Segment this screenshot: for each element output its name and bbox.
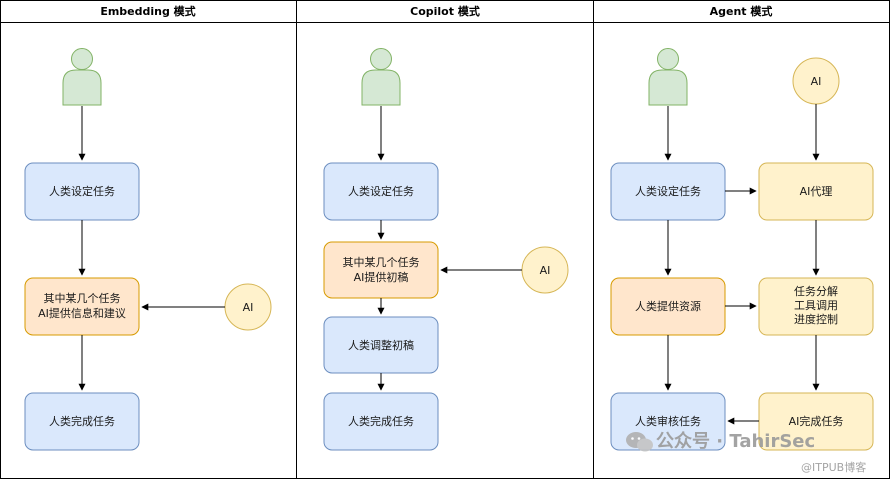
lane-title-embedding: Embedding 模式 bbox=[100, 4, 195, 18]
node-label: 人类调整初稿 bbox=[348, 338, 414, 352]
node-label: AI提供初稿 bbox=[354, 270, 409, 284]
watermark-text: 公众号 · TahirSec bbox=[656, 430, 815, 452]
node-label: AI bbox=[243, 301, 254, 314]
node-label: AI bbox=[811, 75, 822, 88]
node-label: 人类设定任务 bbox=[635, 184, 701, 198]
node-label: 任务分解 bbox=[794, 284, 838, 298]
node-label: 进度控制 bbox=[794, 312, 838, 326]
ai-draft-node bbox=[323, 241, 439, 299]
node-label: AI代理 bbox=[800, 185, 833, 198]
human-complete-node bbox=[24, 392, 140, 451]
human-complete-node bbox=[323, 392, 439, 451]
node-label: 人类设定任务 bbox=[348, 184, 414, 198]
node-label: AI bbox=[540, 264, 551, 277]
node-label: 工具调用 bbox=[794, 299, 838, 312]
node-label: AI完成任务 bbox=[789, 414, 844, 428]
node-label: AI提供信息和建议 bbox=[38, 306, 126, 320]
node-label: 其中某几个任务 bbox=[44, 292, 121, 305]
person-icon bbox=[361, 48, 401, 106]
lane-title-agent: Agent 模式 bbox=[710, 4, 773, 18]
wechat-icon bbox=[626, 432, 653, 452]
watermark: 公众号 · TahirSec @ITPUB博客 bbox=[626, 430, 866, 474]
node-label: 其中某几个任务 bbox=[343, 256, 420, 269]
watermark-sub: @ITPUB博客 bbox=[801, 460, 866, 474]
lane-title-copilot: Copilot 模式 bbox=[410, 4, 480, 18]
node-label: 人类设定任务 bbox=[49, 184, 115, 198]
person-icon bbox=[648, 48, 688, 106]
person-icon bbox=[62, 48, 102, 106]
node-label: 人类完成任务 bbox=[49, 414, 115, 428]
node-label: 人类审核任务 bbox=[635, 414, 701, 428]
node-label: 人类提供资源 bbox=[635, 299, 701, 313]
node-label: 人类完成任务 bbox=[348, 414, 414, 428]
